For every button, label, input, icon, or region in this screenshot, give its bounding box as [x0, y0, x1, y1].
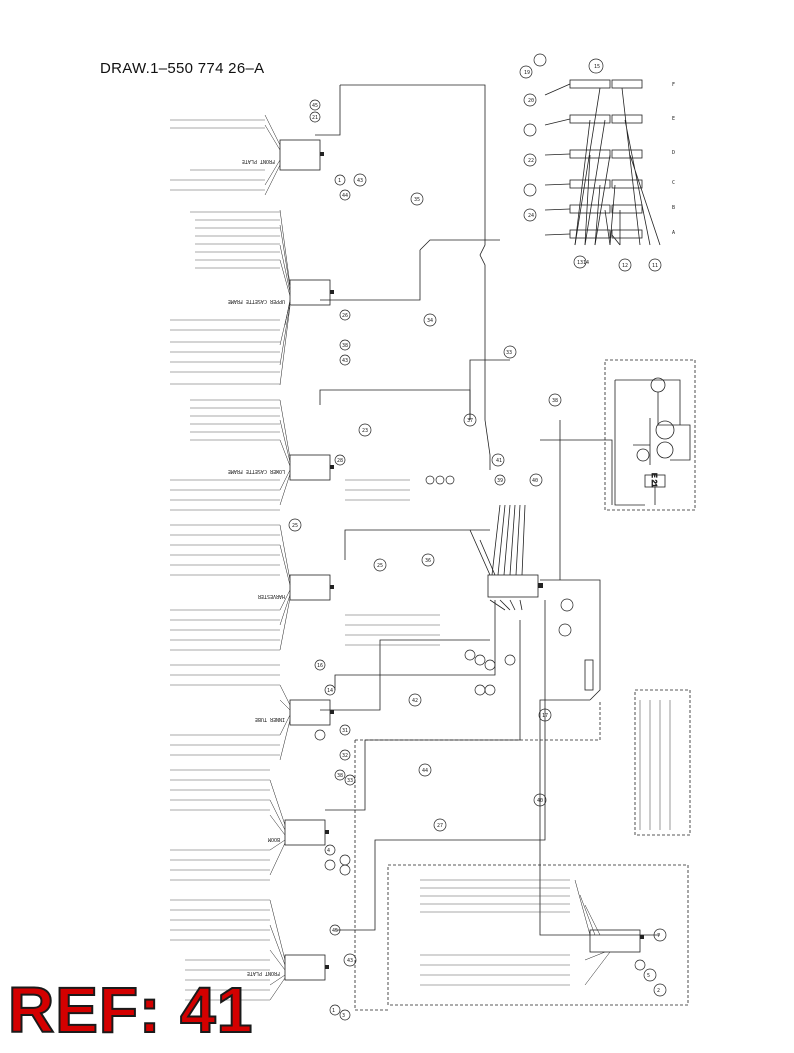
callout-numbers: 15 19 20 22 24 13 12 11 14 41 39 40 37 3… [292, 64, 660, 1019]
block-names: FRONT PLATE UPPER CASETTE FRAME LOWER CA… [228, 158, 285, 976]
dashed-boundaries [354, 359, 696, 1011]
rotated-text-rows [170, 119, 671, 1001]
callout-number: 21 [312, 115, 318, 121]
callout-number: 43 [347, 958, 353, 964]
side-letter: C [672, 180, 675, 186]
component-blocks [279, 139, 641, 981]
callout-number: 1 [338, 178, 341, 184]
drawing-title: DRAW.1–550 774 26–A [100, 60, 265, 77]
callout-number: 20 [528, 98, 534, 104]
callout-number: 38 [342, 343, 348, 349]
upper-right-cylinders [544, 79, 661, 246]
callout-number: 37 [467, 418, 473, 424]
callout-number: 1 [332, 1008, 335, 1014]
callout-number: 33 [506, 350, 512, 356]
callout-number: 17 [542, 713, 548, 719]
callout-number: 16 [317, 663, 323, 669]
callout-number: 42 [412, 698, 418, 704]
callout-number: 43 [342, 358, 348, 364]
fittings [320, 152, 644, 969]
callout-number: 33 [347, 778, 353, 784]
block-name: FRONT PLATE [247, 970, 280, 976]
side-letter: B [672, 205, 675, 211]
callout-number: 3 [342, 1013, 345, 1019]
callout-number: 13 [577, 260, 583, 266]
fan-out-lines [264, 114, 611, 1001]
side-letter: D [672, 150, 675, 156]
callout-number: 45 [332, 928, 338, 934]
block-name: HARVESTER [257, 593, 285, 599]
block-name: INNER TUBE [255, 716, 285, 722]
callout-number: 14 [327, 688, 333, 694]
block-name: LOWER CASETTE FRAME [228, 468, 285, 474]
callout-number: 2 [657, 988, 660, 994]
callout-number: 26 [342, 313, 348, 319]
callout-number: 7 [657, 933, 660, 939]
block-name: FRONT PLATE [242, 158, 275, 164]
callout-number: 19 [524, 70, 530, 76]
callout-number: 31 [342, 728, 348, 734]
callout-number: 22 [528, 158, 534, 164]
block-name: BOOM [268, 836, 280, 842]
hydraulic-unit [614, 377, 691, 506]
callout-number: 40 [532, 478, 538, 484]
side-letters: F E D C B A [672, 82, 675, 236]
callout-number: 5 [647, 973, 650, 979]
callout-number: 4 [327, 848, 330, 854]
reference-number: REF: 41 [7, 974, 254, 1046]
callout-number: 14 [583, 260, 589, 266]
callout-number: 44 [342, 193, 348, 199]
callout-number: 36 [425, 558, 431, 564]
callout-number: 25 [292, 523, 298, 529]
callout-number: 23 [362, 428, 368, 434]
callout-number: 15 [594, 64, 600, 70]
side-letter: A [672, 230, 675, 236]
callout-number: 45 [312, 103, 318, 109]
callout-circles [288, 53, 667, 1021]
callout-number: 40 [537, 798, 543, 804]
callout-number: 11 [652, 263, 658, 269]
callout-number: 25 [377, 563, 383, 569]
callout-number: 38 [337, 773, 343, 779]
callout-number: 32 [342, 753, 348, 759]
callout-number: 41 [496, 458, 502, 464]
callout-number: 35 [414, 197, 420, 203]
callout-number: 44 [422, 768, 428, 774]
callout-number: 24 [528, 213, 534, 219]
central-valve-bank [469, 504, 539, 611]
callout-number: 39 [497, 478, 503, 484]
side-letter: F [672, 82, 675, 88]
callout-number: 28 [337, 458, 343, 464]
side-letter: E [672, 116, 675, 122]
block-name: UPPER CASETTE FRAME [228, 298, 285, 304]
callout-number: 27 [437, 823, 443, 829]
callout-number: 43 [357, 178, 363, 184]
callout-number: 38 [552, 398, 558, 404]
callout-number: 34 [427, 318, 433, 324]
callout-number: 12 [622, 263, 628, 269]
power-unit-label: E 21 [650, 473, 657, 488]
